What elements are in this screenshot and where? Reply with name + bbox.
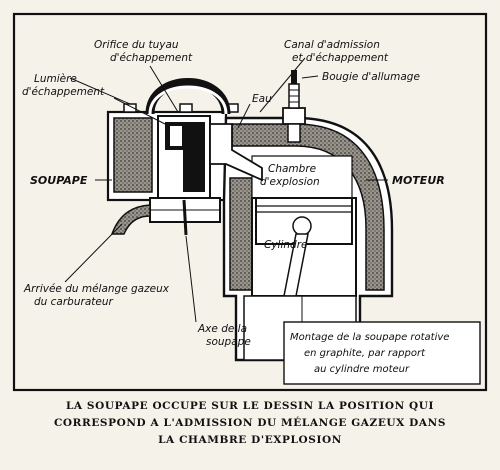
label-cylindre: Cylindre xyxy=(264,239,307,251)
caption-line1: LA SOUPAPE OCCUPE SUR LE DESSIN LA POSIT… xyxy=(65,400,435,412)
note-box xyxy=(283,321,481,385)
label-canal-line1: Canal d'admission xyxy=(284,39,380,51)
label-arrivee-line1: Arrivée du mélange gazeux xyxy=(23,283,170,295)
label-lumiere-line1: Lumière xyxy=(34,73,77,85)
note-line1: Montage de la soupape rotative xyxy=(290,332,449,343)
label-moteur: MOTEUR xyxy=(392,174,445,187)
label-lumiere-line2: d'échappement xyxy=(22,86,105,98)
label-canal-line2: et d'échappement xyxy=(292,52,389,64)
valve-body xyxy=(106,103,239,236)
figure-frame xyxy=(12,12,488,392)
label-orifice-line1: Orifice du tuyau xyxy=(94,39,179,51)
label-axe-line2: soupape xyxy=(206,336,251,348)
label-axe-line1: Axe de la xyxy=(197,323,247,335)
label-soupape: SOUPAPE xyxy=(30,174,88,187)
note-line3: au cylindre moteur xyxy=(314,364,410,375)
caption-line2: CORRESPOND A L'ADMISSION DU MÉLANGE GAZE… xyxy=(53,417,447,429)
engine-body xyxy=(222,116,394,362)
label-chambre-line2: d'explosion xyxy=(260,176,320,188)
note-line2: en graphite, par rapport xyxy=(304,348,426,359)
label-arrivee-line2: du carburateur xyxy=(34,296,113,308)
label-chambre-line1: Chambre xyxy=(268,163,316,175)
figure-caption: LA SOUPAPE OCCUPE SUR LE DESSIN LA POSIT… xyxy=(0,398,500,449)
spark-plug xyxy=(282,70,306,143)
label-orifice-line2: d'échappement xyxy=(110,52,193,64)
intake-exhaust-canal xyxy=(209,123,263,182)
label-bougie: Bougie d'allumage xyxy=(322,71,420,83)
caption-line3: LA CHAMBRE D'EXPLOSION xyxy=(158,434,342,446)
leader-lines xyxy=(64,57,388,323)
label-eau: Eau xyxy=(252,93,272,105)
